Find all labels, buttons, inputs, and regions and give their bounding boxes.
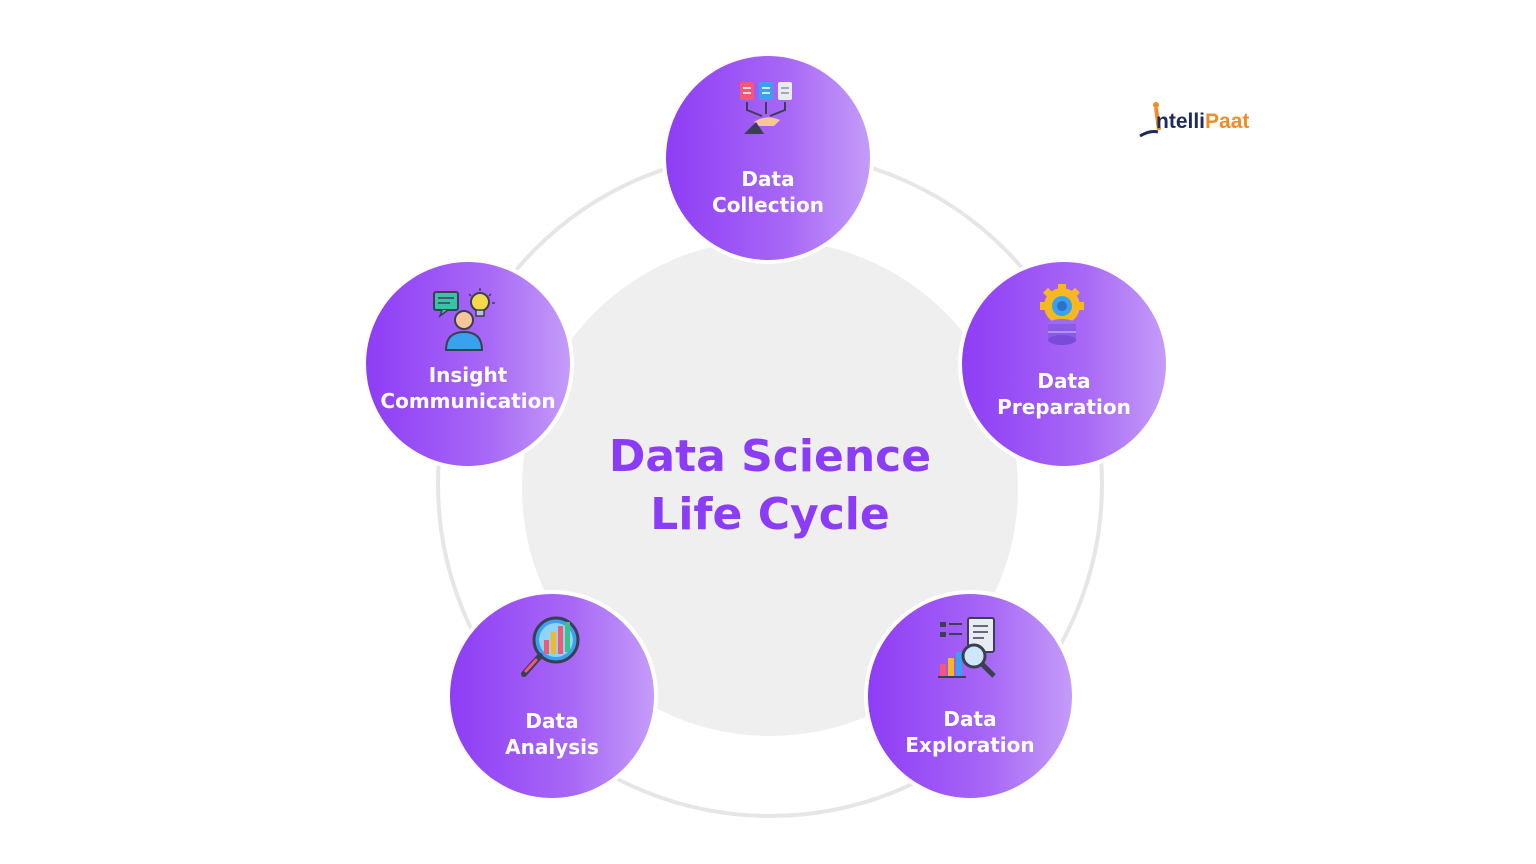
stage-label: Data Collection (662, 166, 874, 218)
diagram-title: Data Science Life Cycle (520, 428, 1020, 544)
intellipaat-logo: ntelliPaat (1136, 100, 1276, 144)
stage-data-analysis: Data Analysis (446, 590, 658, 802)
logo-text-1: ntelli (1156, 110, 1206, 133)
chart-magnifier-icon (521, 616, 580, 677)
stage-label-line-2: Collection (712, 193, 824, 217)
gear-database-icon (1040, 284, 1084, 345)
title-line-2: Life Cycle (650, 489, 890, 540)
stage-label-line-1: Data (741, 167, 795, 191)
stage-label: Data Analysis (446, 708, 658, 760)
title-line-1: Data Science (608, 431, 932, 482)
stage-label-line-2: Preparation (997, 395, 1131, 419)
stage-label-line-2: Analysis (505, 735, 599, 759)
person-idea-icon (433, 288, 495, 351)
stage-disc (366, 262, 570, 466)
stage-label: Data Exploration (864, 706, 1076, 758)
logo-text-2: Paat (1205, 110, 1250, 133)
stage-label-line-1: Data (525, 709, 579, 733)
report-magnifier-icon (938, 617, 996, 678)
stage-data-exploration: Data Exploration (864, 590, 1076, 802)
stage-label-line-1: Data (943, 707, 997, 731)
stage-insight-communication: Insight Communication (362, 258, 574, 470)
logo-figure-icon (1139, 102, 1161, 138)
stage-label-line-2: Exploration (905, 733, 1035, 757)
stage-label-line-2: Communication (380, 389, 556, 413)
stage-label: Insight Communication (362, 362, 574, 414)
stage-label: Data Preparation (958, 368, 1170, 420)
stage-label-line-1: Data (1037, 369, 1091, 393)
stage-data-preparation: Data Preparation (958, 258, 1170, 470)
stage-label-line-1: Insight (428, 363, 508, 387)
logo-wordmark: ntelliPaat (1156, 110, 1249, 134)
stage-data-collection: Data Collection (662, 52, 874, 264)
data-collection-icon (740, 82, 792, 134)
